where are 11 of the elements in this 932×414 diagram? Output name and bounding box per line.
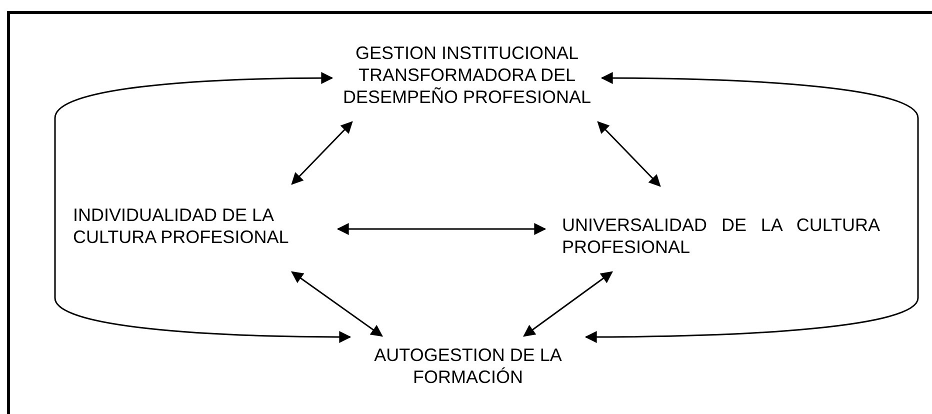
arrow bbox=[523, 271, 613, 337]
arrow bbox=[336, 223, 546, 235]
arrow bbox=[597, 121, 661, 187]
node-label: AUTOGESTION DE LA FORMACIÓN bbox=[373, 344, 563, 388]
arrow bbox=[291, 271, 383, 337]
arrow bbox=[291, 121, 353, 185]
arrow bbox=[54, 72, 352, 343]
node-label: UNIVERSALIDAD DE LA CULTURA PROFESIONAL bbox=[561, 214, 880, 258]
node-label: GESTION INSTITUCIONAL TRANSFORMADORA DEL DESEMPEÑO PROFESIONAL bbox=[342, 42, 592, 109]
node-label: INDIVIDUALIDAD DE LA CULTURA PROFESIONAL bbox=[72, 204, 290, 248]
arrow bbox=[584, 72, 919, 343]
